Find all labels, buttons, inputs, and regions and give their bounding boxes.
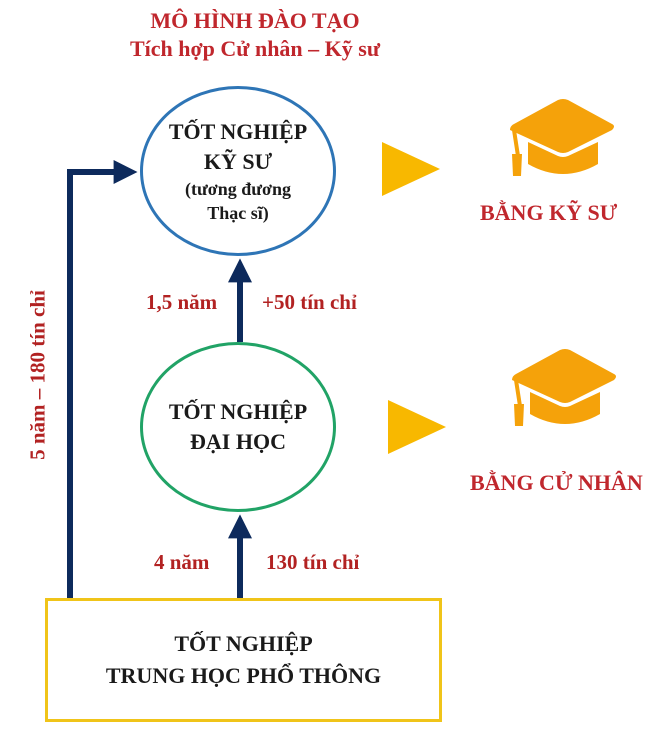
play-triangle-icon <box>388 400 446 454</box>
graduation-cap-icon <box>510 99 614 176</box>
node-engineer: TỐT NGHIỆP KỸ SƯ (tương đương Thạc sĩ) <box>140 86 336 256</box>
node-highschool-line1: TỐT NGHIỆP <box>174 631 313 656</box>
edge-label-credits-engineer: +50 tín chỉ <box>262 290 357 314</box>
edge-label-duration-bachelor: 4 năm <box>154 550 210 574</box>
node-engineer-line1: TỐT NGHIỆP <box>168 119 308 144</box>
play-triangle-icon <box>382 142 440 196</box>
arrow-highschool-to-engineer <box>67 160 138 598</box>
diagram-subtitle: Tích hợp Cử nhân – Kỹ sư <box>129 36 381 61</box>
node-highschool-line2: TRUNG HỌC PHỔ THÔNG <box>105 663 382 688</box>
node-engineer-line2: KỸ SƯ <box>203 149 273 174</box>
node-bachelor-line2: ĐẠI HỌC <box>190 429 286 454</box>
edge-label-credits-bachelor: 130 tín chỉ <box>266 550 360 574</box>
node-bachelor: TỐT NGHIỆP ĐẠI HỌC <box>140 342 336 512</box>
graduation-cap-icon <box>512 349 616 426</box>
node-bachelor-line1: TỐT NGHIỆP <box>168 399 308 424</box>
node-engineer-line4: Thạc sĩ) <box>207 203 269 223</box>
degree-engineer-label: BẰNG KỸ SƯ <box>480 200 618 225</box>
edge-label-direct-path-text: 5 năm – 180 tín chỉ <box>25 290 50 460</box>
edge-label-duration-engineer: 1,5 năm <box>146 290 218 314</box>
diagram-title: MÔ HÌNH ĐÀO TẠO <box>150 8 360 33</box>
node-engineer-line3: (tương đương <box>184 179 292 199</box>
node-highschool: TỐT NGHIỆP TRUNG HỌC PHỔ THÔNG <box>45 598 442 722</box>
degree-bachelor-label: BẰNG CỬ NHÂN <box>470 470 643 495</box>
